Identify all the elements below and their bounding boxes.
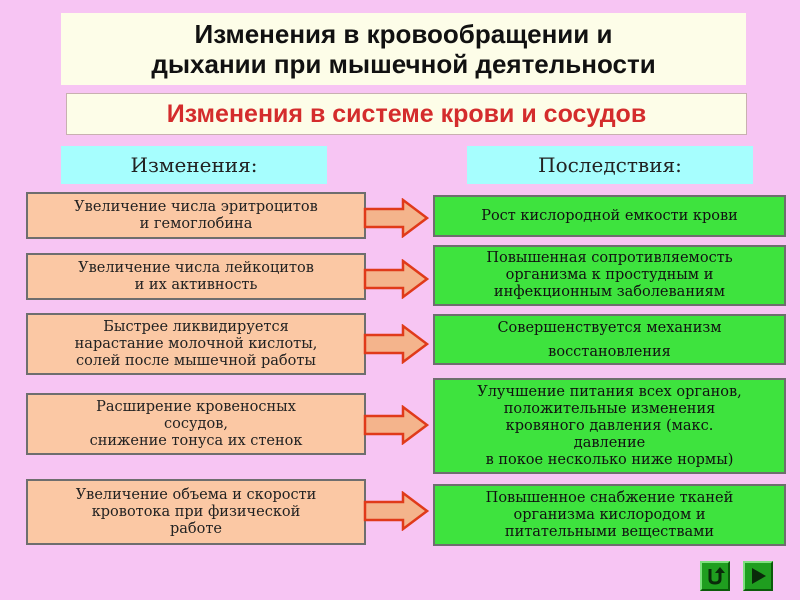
- cause-box-5: Увеличение объема и скорости кровотока п…: [26, 479, 366, 545]
- slide-title-text: Изменения в кровообращении и дыхании при…: [151, 19, 656, 79]
- play-next-icon: [752, 568, 766, 584]
- section-subtitle: Изменения в системе крови и сосудов: [66, 93, 747, 135]
- consequences-column-header: Последствия:: [467, 146, 753, 184]
- arrow-icon-1: [363, 198, 429, 238]
- section-subtitle-text: Изменения в системе крови и сосудов: [166, 99, 647, 128]
- cause-box-2: Увеличение числа лейкоцитов и их активно…: [26, 253, 366, 300]
- changes-column-header-text: Изменения:: [130, 153, 258, 177]
- changes-column-header: Изменения:: [61, 146, 327, 184]
- effect-box-3: Совершенствуется механизм восстановления: [433, 314, 786, 365]
- next-button[interactable]: [743, 561, 773, 591]
- cause-box-3: Быстрее ликвидируется нарастание молочно…: [26, 313, 366, 375]
- effect-box-4: Улучшение питания всех органов, положите…: [433, 378, 786, 474]
- slide-title: Изменения в кровообращении и дыхании при…: [61, 13, 746, 85]
- effect-box-2: Повышенная сопротивляемость организма к …: [433, 245, 786, 306]
- return-arrow-icon: [708, 567, 725, 585]
- return-button[interactable]: [700, 561, 730, 591]
- effect-box-5: Повышенное снабжение тканей организма ки…: [433, 484, 786, 546]
- cause-box-4: Расширение кровеносных сосудов, снижение…: [26, 393, 366, 455]
- arrow-icon-3: [363, 324, 429, 364]
- arrow-icon-2: [363, 259, 429, 299]
- cause-box-1: Увеличение числа эритроцитов и гемоглоби…: [26, 192, 366, 239]
- arrow-icon-5: [363, 491, 429, 531]
- consequences-column-header-text: Последствия:: [538, 153, 682, 177]
- effect-box-1: Рост кислородной емкости крови: [433, 195, 786, 237]
- arrow-icon-4: [363, 405, 429, 445]
